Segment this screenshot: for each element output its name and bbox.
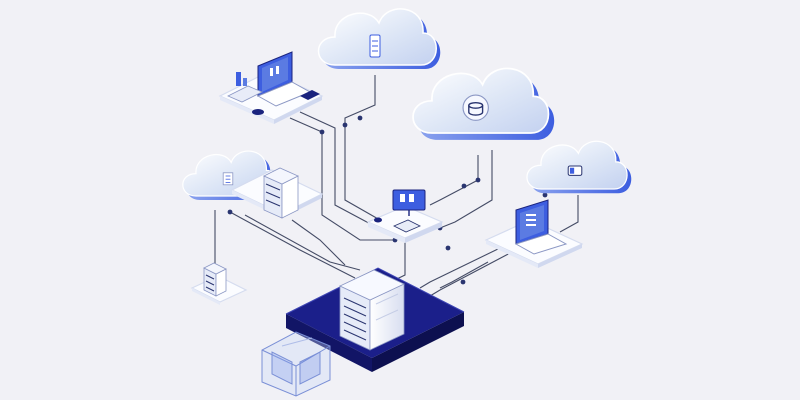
cloud-left [182,150,282,200]
mouse-icon [252,109,264,115]
server-tower-icon [339,269,405,351]
mouse-icon [374,217,382,223]
cloud-center-right [412,67,555,140]
center-hub [366,189,444,243]
wireframe-cube [261,331,331,397]
battery-icon [567,165,583,176]
cube-icon [261,331,331,397]
server-rack-left [230,167,324,219]
monitor-icon [392,189,426,216]
document-icon [222,172,234,186]
server-rack-icon [263,167,299,219]
database-icon [462,94,489,121]
phone-icon [300,90,320,100]
laptop-workstation-top-left [218,51,324,124]
mug-icon [236,72,247,86]
small-server-bottom-left [190,262,248,305]
cloud-top [317,8,441,69]
server-icon [369,34,381,58]
keyboard-icon [227,85,263,103]
laptop-icon [256,51,312,107]
keyboard-icon [393,219,421,233]
laptop-right [484,199,584,268]
main-server-platform [285,267,465,372]
connection-lines [214,75,579,297]
server-rack-icon [203,262,227,297]
cloud-right [526,140,632,194]
laptop-icon [514,199,568,255]
